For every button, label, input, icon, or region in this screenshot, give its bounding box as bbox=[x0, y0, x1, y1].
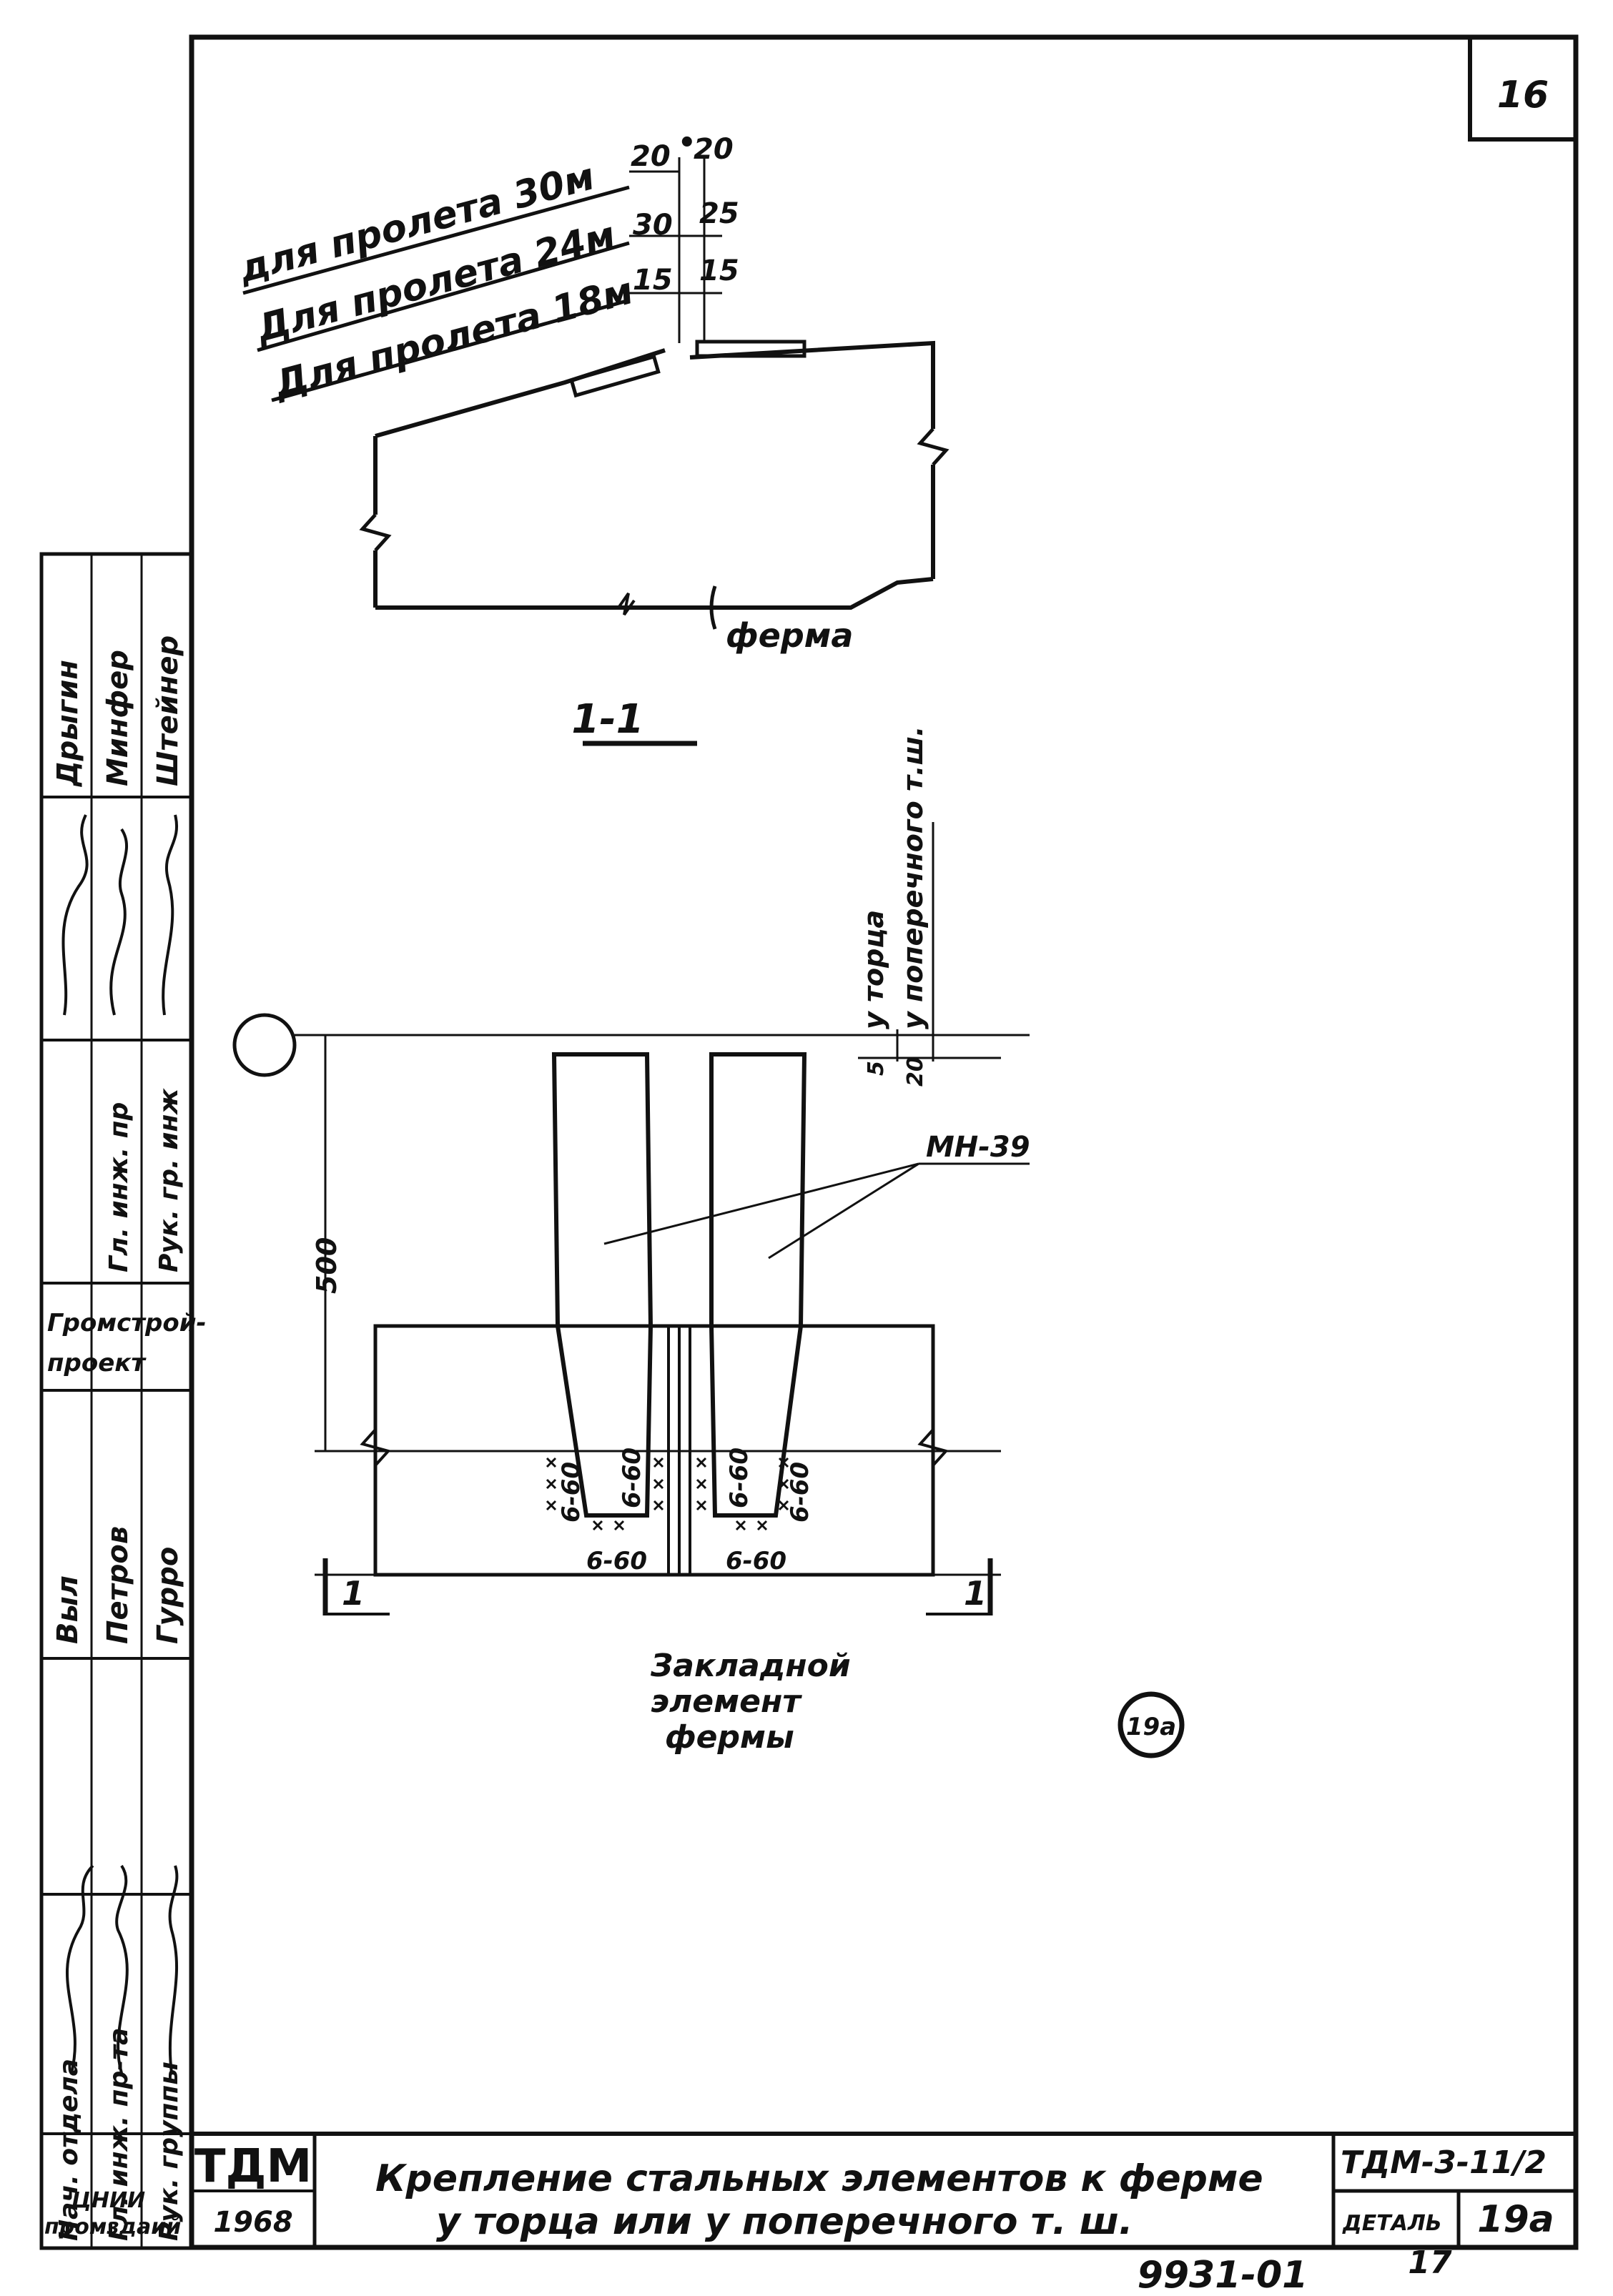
detail-ref-circle bbox=[1118, 1691, 1185, 1758]
embed-caption-2: элемент bbox=[651, 1683, 802, 1720]
bottom-org-2: промздаий bbox=[44, 2215, 181, 2240]
weld-label-2: 6-60 bbox=[618, 1448, 646, 1508]
dim-5: 5 bbox=[864, 1061, 889, 1076]
title-line-2: у торца или у поперечного т. ш. bbox=[436, 2200, 1133, 2243]
label-end: у торца bbox=[858, 910, 889, 1029]
dim-right-1: 20 bbox=[694, 133, 734, 166]
logo: ТДМ bbox=[194, 2140, 312, 2193]
stamp-col-3: Гурро bbox=[152, 1547, 184, 1644]
page-number-box: 16 bbox=[1468, 37, 1576, 142]
detail-number: 19а bbox=[1477, 2198, 1554, 2241]
doc-code: ТДМ-3-11/2 bbox=[1341, 2144, 1547, 2181]
section-view: для пролета 30м Для пролета 24м Для прол… bbox=[234, 127, 949, 746]
weld-label-4: 6-60 bbox=[786, 1462, 814, 1523]
archive-number: 9931-01 bbox=[1138, 2254, 1308, 2296]
signature-6 bbox=[168, 1865, 179, 2074]
page-number: 16 bbox=[1497, 74, 1549, 117]
role-title-1: Нач. отдела bbox=[54, 2059, 84, 2241]
stamp-name-3: Штейнер bbox=[152, 635, 184, 786]
stamp-col-1: Выл bbox=[51, 1575, 84, 1644]
dim-left-3: 15 bbox=[633, 264, 673, 297]
role-title-2: Гл. инж. пр-та bbox=[104, 2028, 134, 2241]
stamp-name-2: Минфер bbox=[102, 650, 134, 786]
signature-2 bbox=[109, 828, 129, 1016]
stamp-right-title-1: Гл. инж. пр bbox=[104, 1102, 134, 1272]
side-stamp: Дрыгин Минфер Штейнер Гл. инж. пр Рук. г… bbox=[39, 552, 207, 2250]
bottom-org-1: ЦНИИ bbox=[71, 2188, 145, 2213]
steel-plate-right bbox=[709, 1052, 807, 1518]
label-joint: у поперечного т.ш. bbox=[897, 726, 929, 1029]
cut-mark-right: 1 bbox=[964, 1574, 987, 1613]
dim-right-3: 15 bbox=[699, 254, 739, 287]
role-title-3: Рук. группы bbox=[154, 2062, 184, 2241]
section-mark: 1-1 bbox=[571, 696, 643, 743]
year: 1968 bbox=[213, 2206, 292, 2239]
detail-ref: 19а bbox=[1126, 1713, 1176, 1741]
stamp-name-1: Дрыгин bbox=[51, 660, 84, 788]
signature-5 bbox=[115, 1864, 129, 2074]
embed-caption-3: фермы bbox=[665, 1719, 794, 1756]
truss-label: ферма bbox=[726, 616, 853, 655]
title-line-1: Крепление стальных элементов к ферме bbox=[375, 2157, 1263, 2200]
embed-caption-1: Закладной bbox=[650, 1648, 851, 1684]
dim-right-2: 25 bbox=[699, 197, 739, 230]
bottom-weld-1: 6-60 bbox=[586, 1547, 647, 1575]
dim-dot: • bbox=[678, 127, 696, 159]
axis-circle bbox=[232, 1013, 297, 1077]
stamp-col-2: Петров bbox=[102, 1526, 134, 1644]
steel-plate-left bbox=[551, 1052, 653, 1518]
signature-3 bbox=[162, 814, 178, 1016]
stamp-right-title-2: Рук. гр. инж bbox=[154, 1088, 184, 1272]
dim-20: 20 bbox=[903, 1057, 928, 1087]
dim-left-1: 20 bbox=[631, 140, 671, 173]
weld-label-3: 6-60 bbox=[725, 1448, 754, 1508]
org-line-2: проект bbox=[47, 1349, 147, 1377]
plan-view: у торца у поперечного т.ш. 5 20 500 bbox=[232, 726, 1185, 1758]
org-line-1: Громстрой- bbox=[47, 1309, 207, 1337]
sheet-number: 17 bbox=[1408, 2245, 1452, 2281]
signature-1 bbox=[61, 814, 89, 1016]
bottom-weld-2: 6-60 bbox=[726, 1547, 786, 1575]
signature-4 bbox=[65, 1864, 94, 2074]
part-mark: МН-39 bbox=[926, 1131, 1030, 1164]
detail-label: ДЕТАЛЬ bbox=[1342, 2211, 1442, 2236]
title-block: ТДМ 1968 Крепление стальных элементов к … bbox=[192, 2132, 1576, 2248]
dim-500: 500 bbox=[311, 1237, 342, 1294]
weld-label-1: 6-60 bbox=[557, 1462, 586, 1523]
cut-mark-left: 1 bbox=[342, 1574, 365, 1613]
